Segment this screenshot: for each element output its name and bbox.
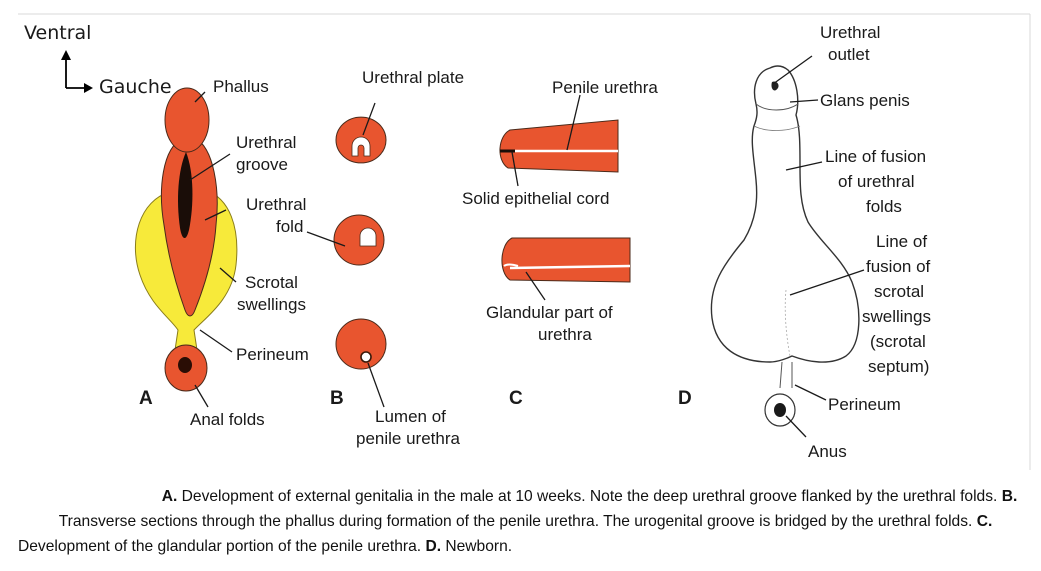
panel-d: Urethral outlet Glans penis Line of fusi… (678, 23, 936, 461)
orientation-indicator: Ventral Gauche (24, 22, 172, 98)
panel-a: Phallus Urethral groove Urethral fold Sc… (135, 77, 311, 429)
glandular-part-shape (502, 238, 630, 282)
panel-letter-d: D (678, 388, 692, 409)
caption-a-text: Development of external genitalia in the… (177, 488, 1001, 505)
label-anus: Anus (808, 442, 847, 461)
label-urethral-outlet: Urethral outlet (820, 23, 885, 64)
label-penile-urethra: Penile urethra (552, 78, 658, 97)
label-line-fusion-folds: Line of fusion of urethral folds (825, 147, 931, 216)
panel-c: Penile urethra Solid epithelial cord Gla… (462, 78, 658, 409)
penile-urethra-shape (500, 120, 618, 172)
caption-c-letter: C. (977, 513, 993, 530)
caption-d-letter: D. (425, 538, 441, 555)
label-anal-folds: Anal folds (190, 410, 265, 429)
caption-c-text: Development of the glandular portion of … (18, 538, 425, 555)
label-glandular-part: Glandular part of urethra (486, 303, 617, 344)
caption-d-text: Newborn. (441, 538, 512, 555)
panel-b: Urethral plate Lumen of penile urethra B (307, 68, 464, 448)
panel-letter-b: B (330, 388, 344, 409)
gauche-label: Gauche (99, 76, 172, 98)
newborn-outline (711, 66, 858, 362)
label-lumen: Lumen of penile urethra (356, 407, 461, 448)
caption-b-letter: B. (1002, 488, 1018, 505)
panel-letter-c: C (509, 388, 523, 409)
caption-b-text: Transverse sections through the phallus … (59, 513, 977, 530)
label-glans-penis: Glans penis (820, 91, 910, 110)
label-phallus: Phallus (213, 77, 269, 96)
ventral-label: Ventral (24, 22, 91, 44)
section-lumen (336, 319, 386, 369)
phallus-shape (165, 88, 209, 152)
figure-caption: A. Development of external genitalia in … (18, 484, 1033, 559)
label-scrotal-swellings: Scrotal swellings (237, 273, 306, 314)
label-solid-cord: Solid epithelial cord (462, 189, 609, 208)
label-urethral-fold: Urethral fold (246, 195, 311, 236)
label-urethral-plate: Urethral plate (362, 68, 464, 87)
caption-a-letter: A. (162, 488, 178, 505)
panel-letter-a: A (139, 388, 153, 409)
label-line-fusion-swellings: Line of fusion of scrotal swellings (scr… (862, 232, 936, 376)
label-perineum-a: Perineum (236, 345, 309, 364)
label-perineum-d: Perineum (828, 395, 901, 414)
label-urethral-groove: Urethral groove (236, 133, 301, 174)
section-urethral-fold (334, 215, 384, 265)
orientation-arrow-icon (66, 56, 86, 88)
